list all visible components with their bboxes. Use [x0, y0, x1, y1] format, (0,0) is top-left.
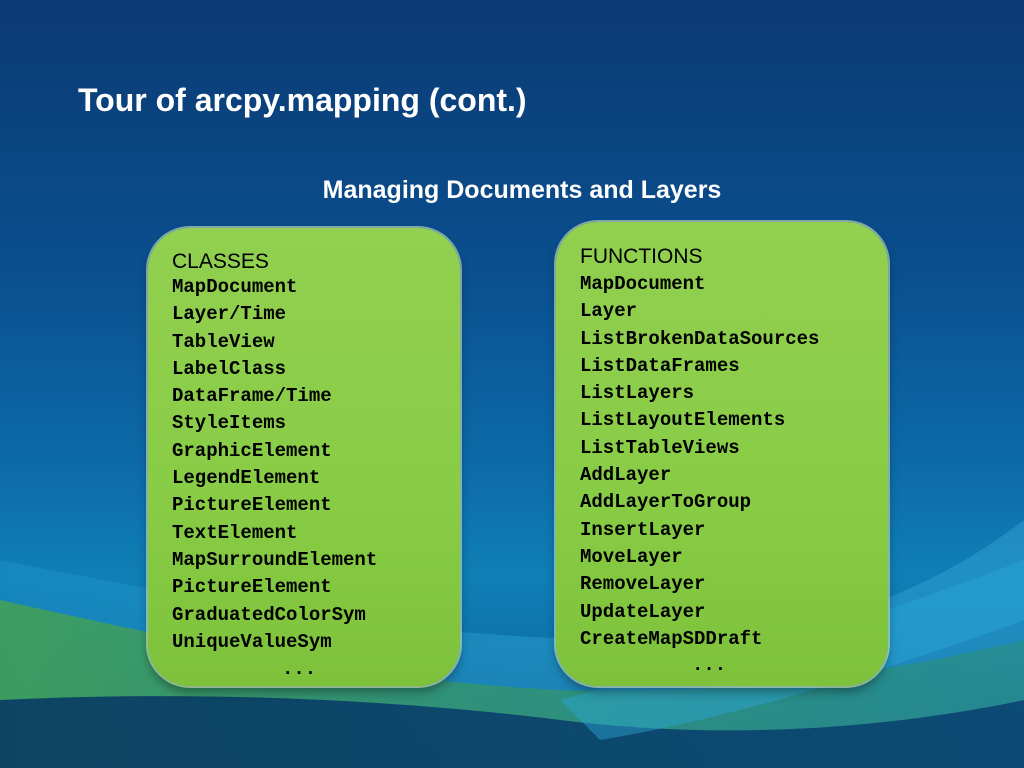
- list-item: UpdateLayer: [580, 600, 706, 623]
- list-item: AddLayerToGroup: [580, 491, 752, 514]
- list-item: LabelClass: [172, 357, 287, 380]
- list-item: PictureElement: [172, 576, 332, 599]
- list-item: GraduatedColorSym: [172, 603, 366, 626]
- slide-subtitle: Managing Documents and Layers: [322, 176, 722, 204]
- list-item: ListBrokenDataSources: [580, 327, 820, 350]
- list-item: LegendElement: [172, 467, 321, 490]
- list-item: GraphicElement: [172, 439, 332, 462]
- classes-box: CLASSES MapDocument Layer/Time TableView…: [148, 228, 460, 686]
- list-item: MapDocument: [580, 273, 706, 295]
- list-item: MoveLayer: [580, 545, 683, 568]
- functions-box: FUNCTIONS MapDocument Layer ListBrokenDa…: [556, 222, 888, 686]
- list-item: Layer: [580, 300, 638, 323]
- classes-ellipsis: ...: [282, 658, 317, 680]
- list-item: CreateMapSDDraft: [580, 627, 763, 650]
- list-item: StyleItems: [172, 412, 287, 435]
- list-item: InsertLayer: [580, 518, 706, 541]
- list-item: ListLayoutElements: [580, 409, 786, 432]
- functions-list: MapDocument Layer ListBrokenDataSources …: [580, 271, 819, 653]
- list-item: MapDocument: [172, 276, 298, 298]
- slide-title: Tour of arcpy.mapping (cont.): [78, 82, 527, 118]
- list-item: MapSurroundElement: [172, 548, 378, 571]
- classes-heading: CLASSES: [172, 250, 269, 273]
- list-item: RemoveLayer: [580, 573, 706, 596]
- list-item: PictureElement: [172, 494, 332, 517]
- list-item: UniqueValueSym: [172, 630, 332, 653]
- functions-ellipsis: ...: [692, 654, 727, 676]
- list-item: Layer/Time: [172, 303, 287, 326]
- list-item: ListTableViews: [580, 436, 740, 459]
- list-item: AddLayer: [580, 464, 672, 487]
- list-item: DataFrame/Time: [172, 385, 332, 408]
- list-item: TableView: [172, 330, 275, 353]
- list-item: TextElement: [172, 521, 298, 544]
- list-item: ListLayers: [580, 382, 695, 405]
- classes-list: MapDocument Layer/Time TableView LabelCl…: [172, 274, 377, 656]
- functions-heading: FUNCTIONS: [580, 245, 703, 268]
- list-item: ListDataFrames: [580, 354, 740, 377]
